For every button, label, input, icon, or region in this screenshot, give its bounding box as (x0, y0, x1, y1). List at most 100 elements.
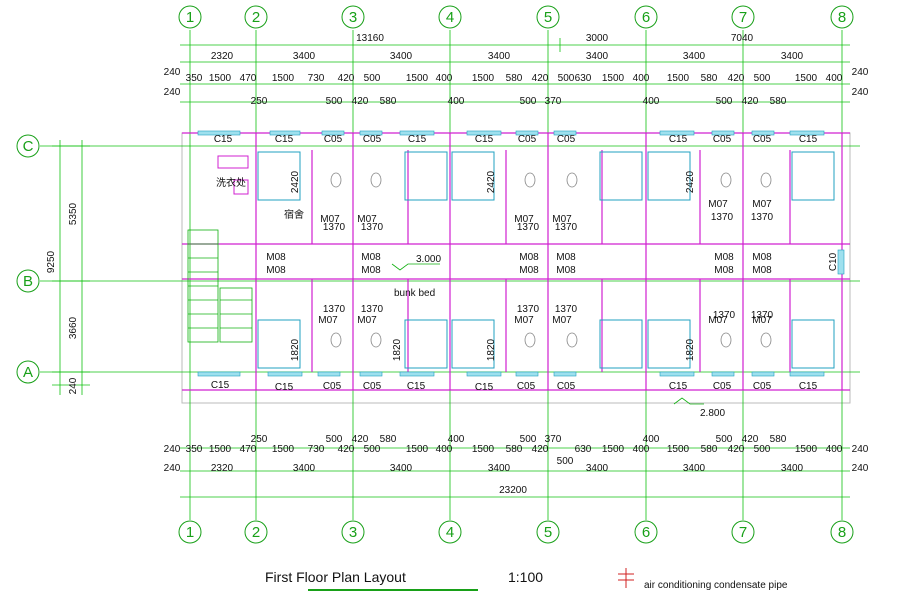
dim-bot1b-9: 420 (742, 434, 759, 445)
axis-label-5-top: 5 (544, 9, 552, 26)
column-axis-circles (16, 5, 854, 544)
legend-text: air conditioning condensate pipe (644, 580, 788, 591)
m08-4: M08 (519, 252, 539, 263)
dim-top4-11: 580 (770, 96, 787, 107)
m08-2: M08 (361, 252, 381, 263)
dim-top3-10: 1500 (472, 73, 495, 84)
axis-label-8-top: 8 (838, 9, 846, 26)
win-bot-1: C15 (275, 382, 294, 393)
dim-bot2-0: 240 (164, 463, 181, 474)
dim-top4-5: 400 (448, 96, 465, 107)
dim-top3-5: 730 (308, 73, 325, 84)
dim-bot1-0: 240 (164, 444, 181, 455)
door-upper-m07-1: M07 (357, 214, 377, 225)
win-top-6: C05 (518, 134, 537, 145)
m08-8: M08 (714, 252, 734, 263)
dim-bot1b-6: 370 (545, 434, 562, 445)
dim-bot1-14: 1500 (602, 444, 625, 455)
dim-bot1-5: 730 (308, 444, 325, 455)
dim-1370-upper-4: 1370 (711, 212, 734, 223)
dim-bot2-5: 3400 (586, 463, 609, 474)
door-upper-m07-2: M07 (514, 214, 534, 225)
dim-bot1b-7: 400 (643, 434, 660, 445)
axis-label-B: B (23, 273, 33, 290)
dim-1370-lower-5: 1370 (751, 310, 774, 321)
door-lower-m07-1: M07 (357, 315, 377, 326)
dim-bot1-13: 630 (575, 444, 592, 455)
drawing-title: First Floor Plan Layout (265, 569, 406, 585)
top-dimension-lines (180, 38, 850, 103)
dim-top3-4: 1500 (272, 73, 295, 84)
dim-top3-11: 580 (506, 73, 523, 84)
dim-1820-1: 1820 (392, 338, 403, 361)
dim-top3-0: 240 (164, 67, 181, 78)
dim-top-13160: 13160 (356, 33, 384, 44)
dim-1820-0: 1820 (290, 338, 301, 361)
dim-1370-upper-5: 1370 (751, 212, 774, 223)
dim-bot1b-8: 500 (716, 434, 733, 445)
m08-3: M08 (361, 265, 381, 276)
dim-1370-lower-0: 1370 (323, 304, 346, 315)
staircase (187, 229, 253, 343)
axis-label-4-top: 4 (446, 9, 454, 26)
dim-1370-upper-2: 1370 (517, 222, 540, 233)
dim-top4-10: 420 (742, 96, 759, 107)
axis-label-7-bottom: 7 (739, 524, 747, 541)
dim-top3-7: 500 (364, 73, 381, 84)
m08-0: M08 (266, 252, 286, 263)
dim-bot-total: 23200 (499, 485, 527, 496)
dim-top2-4: 3400 (586, 51, 609, 62)
dim-top4-12: 240 (852, 87, 869, 98)
dim-1370-upper-1: 1370 (361, 222, 384, 233)
dim-bot1-22: 240 (852, 444, 869, 455)
m08-1: M08 (266, 265, 286, 276)
axis-label-1-bottom: 1 (186, 524, 194, 541)
dim-left-5350: 5350 (68, 202, 79, 225)
axis-label-4-bottom: 4 (446, 524, 454, 541)
win-top-11: C15 (799, 134, 818, 145)
door-upper-m07-3: M07 (552, 214, 572, 225)
window-c10-label: C10 (828, 252, 839, 271)
dim-bot2-4: 3400 (488, 463, 511, 474)
dim-top2-6: 3400 (781, 51, 804, 62)
dim-top3-19: 420 (728, 73, 745, 84)
dim-bot1-21: 400 (826, 444, 843, 455)
axis-label-1-top: 1 (186, 9, 194, 26)
dim-bot1b-5: 500 (520, 434, 537, 445)
axis-label-C: C (23, 138, 34, 155)
dim-bot1-17: 580 (701, 444, 718, 455)
corridor-level: 3.000 (416, 254, 441, 265)
win-top-0: C15 (214, 134, 233, 145)
dim-bot2-1: 2320 (211, 463, 234, 474)
dim-bot1-9: 400 (436, 444, 453, 455)
door-lower-m07-5: M07 (752, 315, 772, 326)
dim-bot1-4: 1500 (272, 444, 295, 455)
dim-1820-2: 1820 (486, 338, 497, 361)
dim-top3-17: 1500 (667, 73, 690, 84)
laundry-label: 洗衣处 (216, 176, 246, 189)
dim-top3-2: 1500 (209, 73, 232, 84)
dim-bot1b-10: 580 (770, 434, 787, 445)
dim-bot1-2: 1500 (209, 444, 232, 455)
bunk-bed-label: bunk bed (394, 288, 435, 299)
win-bot-2: C05 (323, 381, 342, 392)
dim-left-9250: 9250 (46, 250, 57, 273)
win-top-8: C15 (669, 134, 688, 145)
dim-top4-8: 400 (643, 96, 660, 107)
win-top-3: C05 (363, 134, 382, 145)
door-lower-m07-0: M07 (318, 315, 338, 326)
dim-bot2-6: 3400 (683, 463, 706, 474)
win-top-5: C15 (475, 134, 494, 145)
axis-label-7-top: 7 (739, 9, 747, 26)
m08-5: M08 (519, 265, 539, 276)
dim-2420-0: 2420 (290, 170, 301, 193)
dim-top4-1: 250 (251, 96, 268, 107)
dim-1370-lower-1: 1370 (361, 304, 384, 315)
m08-6: M08 (556, 252, 576, 263)
dim-bot1-8: 1500 (406, 444, 429, 455)
laundry-sinks (217, 155, 249, 195)
dim-bot1b-2: 420 (352, 434, 369, 445)
dim-top4-7: 370 (545, 96, 562, 107)
win-bot-5: C15 (475, 382, 494, 393)
